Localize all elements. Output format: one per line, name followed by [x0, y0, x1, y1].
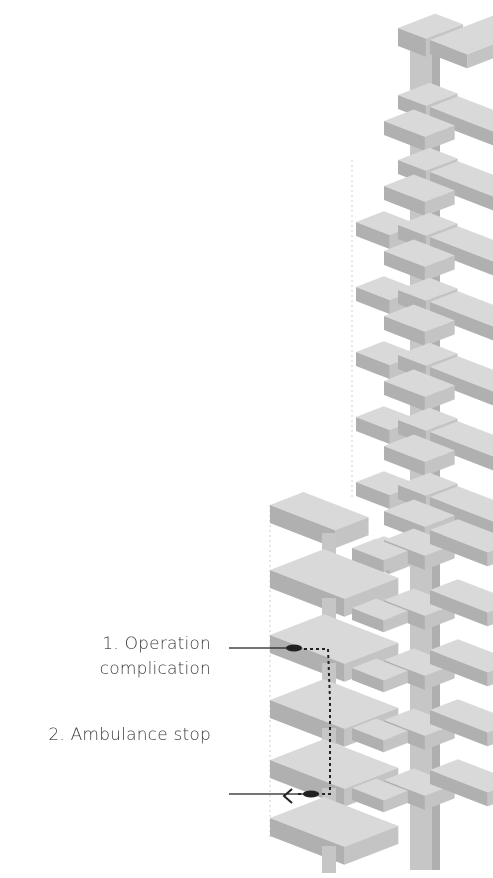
podium-column-5	[322, 846, 336, 873]
annotation-2-line-1: 2. Ambulance stop	[48, 723, 211, 748]
route-arrow-icon	[284, 789, 292, 803]
tower-core	[352, 14, 493, 870]
leader-dot-2	[303, 791, 319, 798]
annotation-operation-complication: 1. Operation complication	[100, 632, 211, 682]
annotation-1-line-1: 1. Operation	[100, 632, 211, 657]
annotation-ambulance-stop: 2. Ambulance stop	[48, 723, 211, 748]
leader-dot-1	[286, 645, 302, 652]
annotation-1-line-2: complication	[100, 657, 211, 682]
podium-slab-0	[270, 492, 369, 548]
